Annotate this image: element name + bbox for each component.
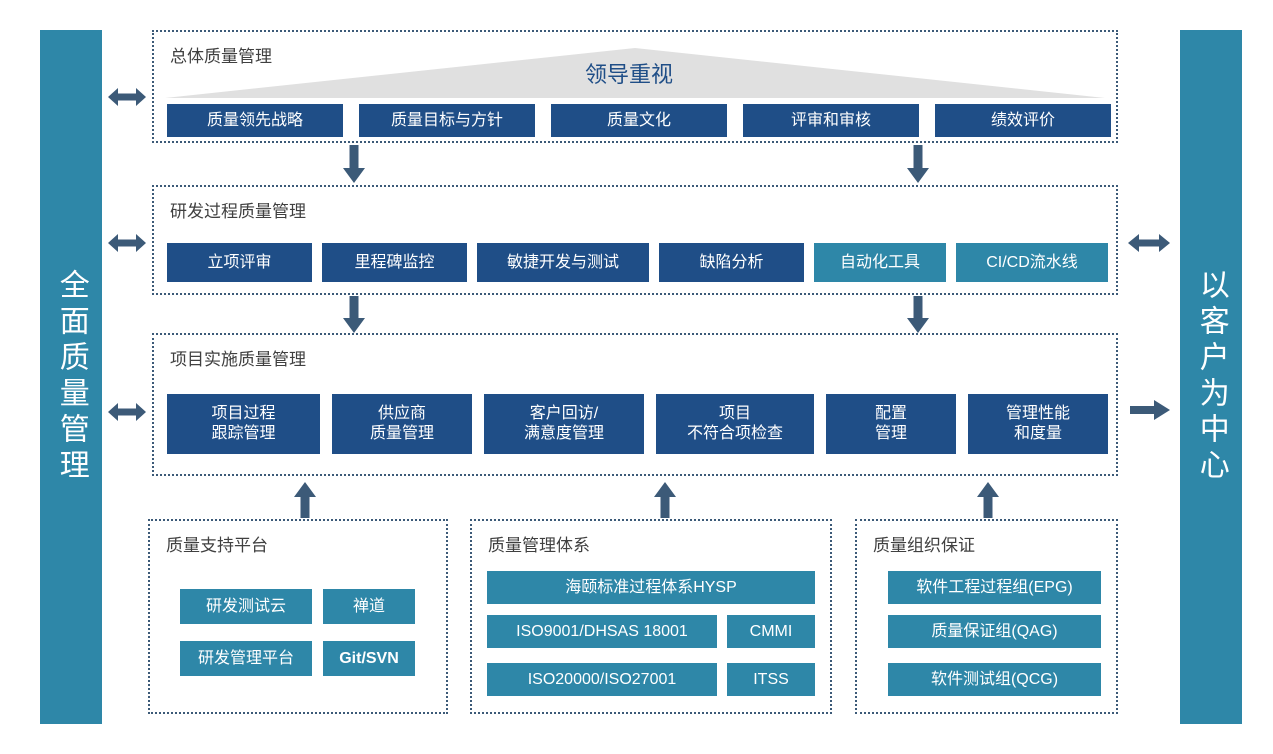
panel-title-support-platform: 质量支持平台 bbox=[166, 536, 268, 555]
box-automation-tools[interactable]: 自动化工具 bbox=[814, 243, 946, 282]
down-arrow-2-right bbox=[905, 296, 931, 333]
pillar-customer-centric: 以客户为中心 bbox=[1180, 30, 1242, 724]
up-arrow-support bbox=[292, 482, 318, 518]
left-arrow-section-3 bbox=[108, 400, 146, 424]
pillar-left-label: 全面质量管理 bbox=[54, 269, 88, 485]
box-iso20000-iso27001[interactable]: ISO20000/ISO27001 bbox=[487, 663, 717, 696]
pillar-right-label: 以客户为中心 bbox=[1194, 269, 1228, 485]
box-iso9001-dhsas18001[interactable]: ISO9001/DHSAS 18001 bbox=[487, 615, 717, 648]
box-qag-group[interactable]: 质量保证组(QAG) bbox=[888, 615, 1101, 648]
box-rd-management-platform[interactable]: 研发管理平台 bbox=[180, 641, 312, 676]
box-project-process-tracking[interactable]: 项目过程 跟踪管理 bbox=[167, 394, 320, 454]
box-quality-culture[interactable]: 质量文化 bbox=[551, 104, 727, 137]
box-defect-analysis[interactable]: 缺陷分析 bbox=[659, 243, 804, 282]
box-epg-group[interactable]: 软件工程过程组(EPG) bbox=[888, 571, 1101, 604]
up-arrow-system bbox=[652, 482, 678, 518]
box-customer-visit-satisfaction[interactable]: 客户回访/ 满意度管理 bbox=[484, 394, 644, 454]
box-project-nonconformance-check[interactable]: 项目 不符合项检查 bbox=[656, 394, 814, 454]
panel-title-quality-system: 质量管理体系 bbox=[488, 536, 590, 555]
leadership-emphasis-label: 领导重视 bbox=[585, 62, 674, 87]
panel-title-org-assurance: 质量组织保证 bbox=[873, 536, 975, 555]
up-arrow-org bbox=[975, 482, 1001, 518]
box-management-performance-metrics[interactable]: 管理性能 和度量 bbox=[968, 394, 1108, 454]
box-zentao[interactable]: 禅道 bbox=[323, 589, 415, 624]
left-arrow-section-1 bbox=[108, 85, 146, 109]
down-arrow-1-right bbox=[905, 145, 931, 183]
box-cicd-pipeline[interactable]: CI/CD流水线 bbox=[956, 243, 1108, 282]
panel-title-overall: 总体质量管理 bbox=[170, 47, 272, 66]
box-itss[interactable]: ITSS bbox=[727, 663, 815, 696]
box-qcg-group[interactable]: 软件测试组(QCG) bbox=[888, 663, 1101, 696]
down-arrow-1-left bbox=[341, 145, 367, 183]
box-quality-leading-strategy[interactable]: 质量领先战略 bbox=[167, 104, 343, 137]
down-arrow-2-left bbox=[341, 296, 367, 333]
box-performance-evaluation[interactable]: 绩效评价 bbox=[935, 104, 1111, 137]
box-git-svn[interactable]: Git/SVN bbox=[323, 641, 415, 676]
pillar-total-quality-management: 全面质量管理 bbox=[40, 30, 102, 724]
box-project-initiation-review[interactable]: 立项评审 bbox=[167, 243, 312, 282]
right-arrow-section-2 bbox=[1128, 231, 1170, 255]
box-hysp-standard-process[interactable]: 海颐标准过程体系HYSP bbox=[487, 571, 815, 604]
box-supplier-quality-mgmt[interactable]: 供应商 质量管理 bbox=[332, 394, 472, 454]
box-agile-dev-and-testing[interactable]: 敏捷开发与测试 bbox=[477, 243, 649, 282]
leadership-triangle-shape bbox=[165, 48, 1105, 98]
box-cmmi[interactable]: CMMI bbox=[727, 615, 815, 648]
panel-title-project-impl: 项目实施质量管理 bbox=[170, 350, 306, 369]
right-arrow-section-3 bbox=[1130, 398, 1170, 422]
box-rd-test-cloud[interactable]: 研发测试云 bbox=[180, 589, 312, 624]
box-configuration-management[interactable]: 配置 管理 bbox=[826, 394, 956, 454]
box-quality-goals-policy[interactable]: 质量目标与方针 bbox=[359, 104, 535, 137]
panel-title-rd-process: 研发过程质量管理 bbox=[170, 202, 306, 221]
box-milestone-monitoring[interactable]: 里程碑监控 bbox=[322, 243, 467, 282]
box-review-and-audit[interactable]: 评审和审核 bbox=[743, 104, 919, 137]
left-arrow-section-2 bbox=[108, 231, 146, 255]
